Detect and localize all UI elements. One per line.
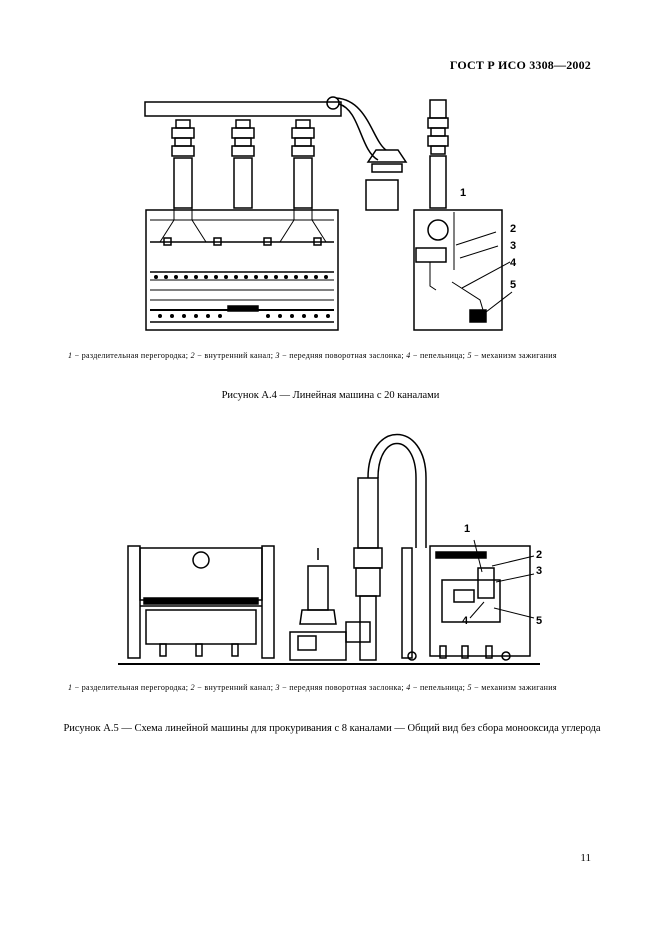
page-number: 11 <box>580 852 591 864</box>
caption-a5: Рисунок А.5 — Схема линейной машины для … <box>63 723 601 734</box>
svg-text:4: 4 <box>510 257 517 269</box>
top-rail <box>144 101 342 117</box>
svg-text:5: 5 <box>536 615 542 627</box>
svg-text:2: 2 <box>536 549 542 561</box>
svg-text:5: 5 <box>510 279 516 291</box>
burners-row-a4 <box>154 275 330 318</box>
smoke-columns <box>171 119 315 209</box>
legend-a5: 1 − разделительная перегородка; 2 − внут… <box>68 683 557 692</box>
svg-text:3: 3 <box>510 240 516 252</box>
labels-a4: 1 2 3 4 5 <box>460 187 517 291</box>
svg-text:1: 1 <box>464 523 470 535</box>
svg-text:4: 4 <box>462 615 469 627</box>
legend-a4: 1 − разделительная перегородка; 2 − внут… <box>68 351 557 360</box>
svg-text:3: 3 <box>536 565 542 577</box>
document-header: ГОСТ Р ИСО 3308—2002 <box>449 58 591 72</box>
svg-text:2: 2 <box>510 223 516 235</box>
labels-a5: 1 2 3 4 5 <box>462 523 542 627</box>
caption-a4: Рисунок А.4 — Линейная машина с 20 канал… <box>221 390 440 401</box>
main-chamber <box>145 209 339 331</box>
svg-text:1: 1 <box>460 187 466 199</box>
side-view-a4 <box>413 99 513 331</box>
